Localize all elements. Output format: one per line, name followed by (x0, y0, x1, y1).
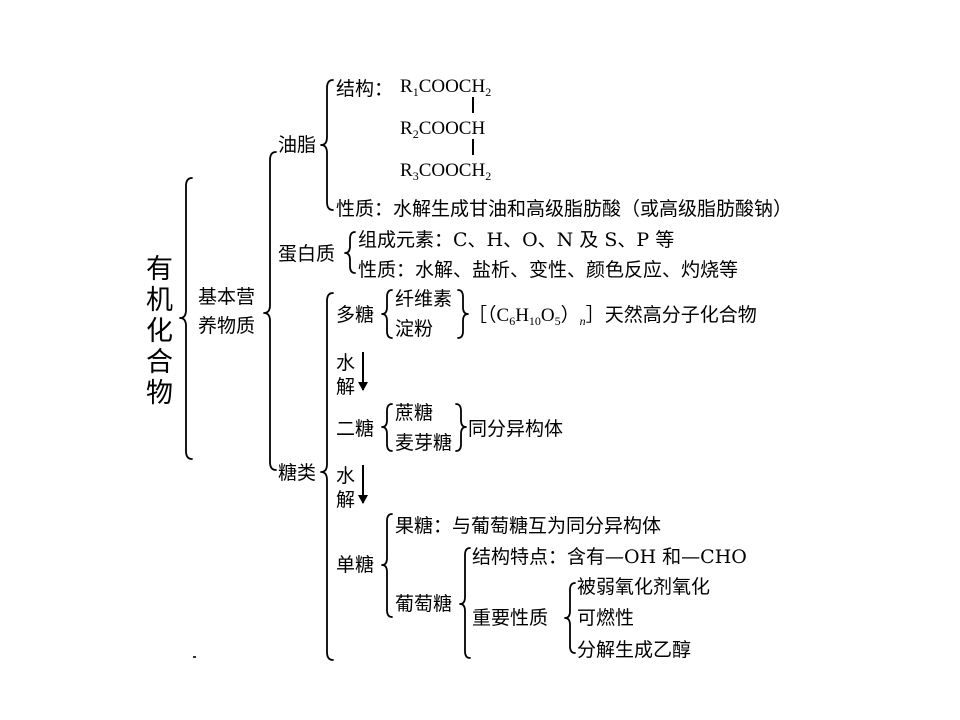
poly-item-starch: 淀粉 (395, 318, 434, 340)
root-char: 合 (146, 347, 173, 378)
root-char: 化 (146, 316, 173, 347)
glucose-prop: 被弱氧化剂氧化 (577, 576, 711, 598)
protein-composition: 组成元素：C、H、O、N 及 S、P 等 (358, 229, 675, 251)
glucose-prop: 分解生成乙醇 (577, 639, 692, 661)
down-arrow-icon (358, 352, 368, 391)
mono-glucose-label: 葡萄糖 (395, 593, 453, 615)
fat-formula-row-1: R1COOCH2 (400, 76, 492, 99)
fat-formula-row-2: R2COOCH (400, 118, 486, 141)
protein-label: 蛋白质 (278, 243, 336, 265)
brace-mono (381, 513, 393, 618)
hydrolysis-char: 水 (336, 352, 356, 374)
di-label: 二糖 (336, 418, 375, 440)
protein-property: 性质：水解、盐析、变性、颜色反应、灼烧等 (358, 259, 739, 281)
root-char: 有 (146, 254, 173, 285)
poly-label: 多糖 (336, 304, 375, 326)
di-item-maltose: 麦芽糖 (395, 432, 453, 454)
stray-mark (193, 656, 196, 658)
brace-di (381, 403, 393, 452)
brace-root (179, 177, 193, 460)
glucose-structure: 结构特点：含有—OH 和—CHO (472, 546, 747, 568)
hydrolysis-char: 解 (336, 376, 356, 398)
root-char: 物 (146, 378, 173, 409)
formula-bond (472, 139, 474, 155)
basic-label-line1: 基本营 (198, 286, 256, 308)
mono-label: 单糖 (336, 554, 375, 576)
mono-fructose: 果糖：与葡萄糖互为同分异构体 (395, 515, 662, 537)
poly-formula-desc: 天然高分子化合物 (604, 304, 757, 326)
glucose-props-label: 重要性质 (472, 607, 549, 629)
poly-item-cellulose: 纤维素 (395, 288, 453, 310)
formula-bond (472, 97, 474, 113)
brace-di-right (455, 403, 467, 452)
sugar-label: 糖类 (278, 462, 317, 484)
brace-poly-right (457, 289, 469, 339)
di-desc: 同分异构体 (468, 418, 564, 440)
brace-props (564, 582, 576, 654)
brace-sugar (320, 292, 334, 661)
brace-basic (263, 151, 277, 471)
fat-structure-label: 结构： (336, 78, 394, 100)
brace-glucose (459, 547, 471, 659)
down-arrow-icon (358, 465, 368, 504)
di-item-sucrose: 蔗糖 (395, 402, 434, 424)
brace-poly (381, 289, 393, 339)
brace-protein (344, 231, 356, 274)
basic-label-line2: 养物质 (198, 315, 256, 337)
poly-formula: ［（C6H10O5）n］天然高分子化合物 (468, 304, 757, 328)
root-char: 机 (146, 285, 173, 316)
fat-property: 性质：水解生成甘油和高级脂肪酸（或高级脂肪酸钠） (336, 198, 793, 220)
glucose-prop: 可燃性 (577, 607, 635, 629)
hydrolysis-char: 解 (336, 489, 356, 511)
fat-formula-row-3: R3COOCH2 (400, 160, 492, 183)
brace-fat (320, 79, 334, 211)
fat-label: 油脂 (278, 134, 317, 156)
hydrolysis-char: 水 (336, 465, 356, 487)
